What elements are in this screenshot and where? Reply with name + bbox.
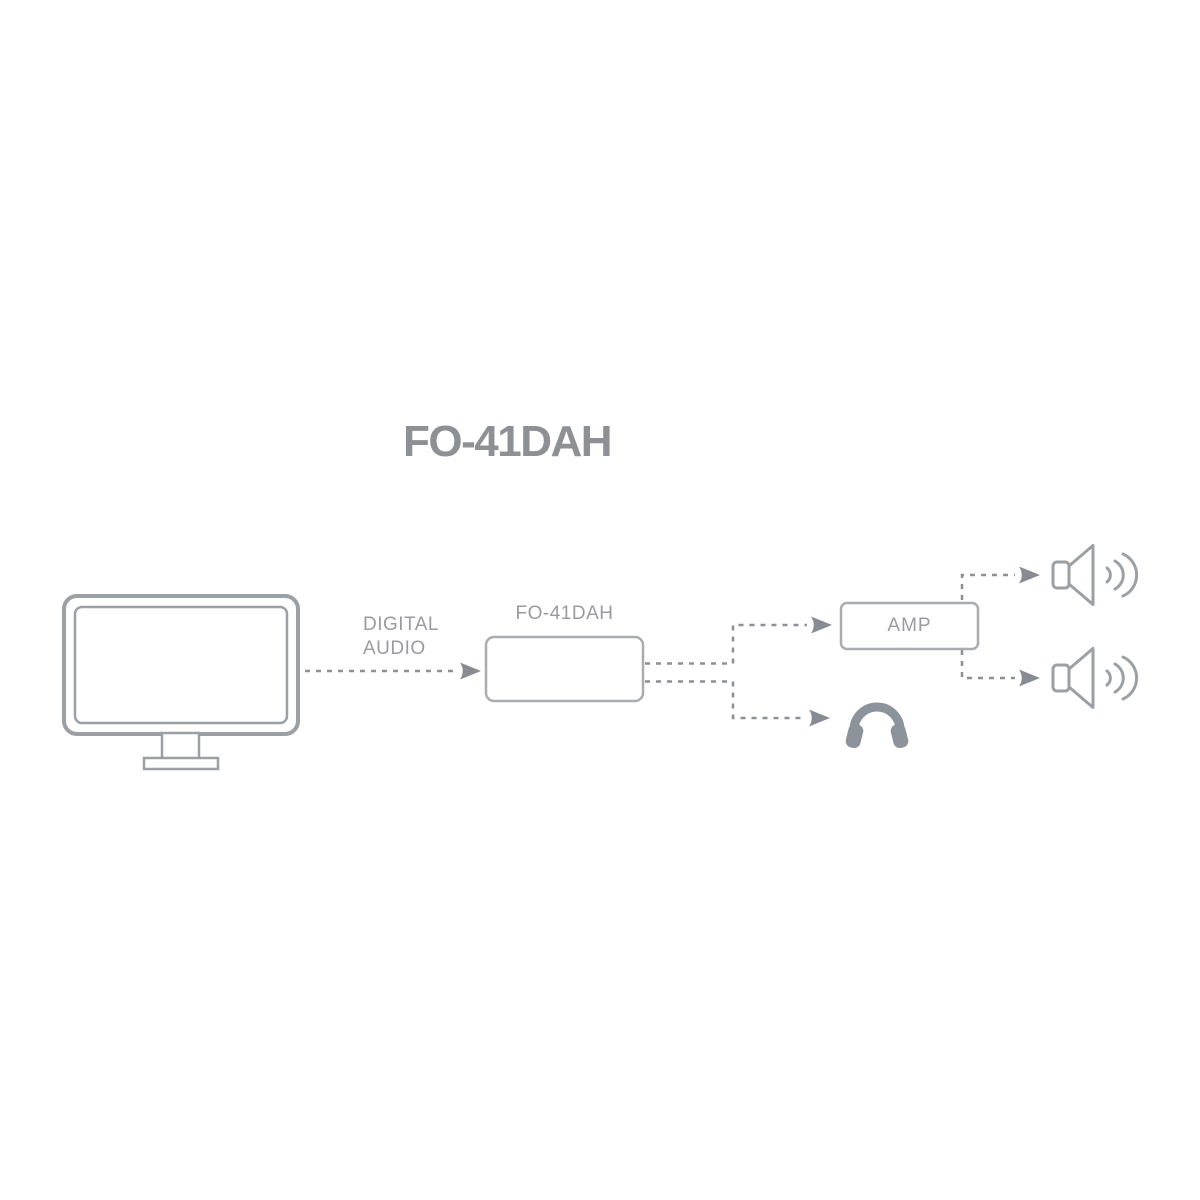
digital-audio-label-line2: AUDIO bbox=[363, 638, 426, 659]
digital-audio-label: DIGITAL AUDIO bbox=[363, 613, 439, 661]
connector-amp-to-speaker-bottom bbox=[960, 650, 1015, 680]
amp-box bbox=[839, 601, 980, 651]
arrowhead-icon bbox=[1019, 566, 1040, 584]
speaker-icon bbox=[1051, 544, 1139, 606]
digital-audio-label-line1: DIGITAL bbox=[363, 614, 439, 635]
arrowhead-icon bbox=[811, 616, 832, 634]
connector-converter-to-amp bbox=[645, 623, 807, 665]
connector-lines bbox=[305, 573, 1015, 720]
page-title: FO-41DAH bbox=[403, 417, 613, 466]
monitor-icon bbox=[62, 594, 300, 771]
speaker-icon bbox=[1051, 647, 1139, 709]
amp-box-label: AMP bbox=[887, 615, 932, 636]
connector-converter-to-headphones bbox=[645, 680, 805, 720]
arrowhead-icon bbox=[1019, 669, 1040, 687]
headphones-icon bbox=[845, 702, 909, 749]
converter-box bbox=[484, 635, 645, 703]
arrowhead-icon bbox=[809, 709, 830, 727]
connector-amp-to-speaker-top bbox=[960, 573, 1015, 600]
converter-box-label: FO-41DAH bbox=[515, 603, 614, 624]
arrowhead-icon bbox=[460, 662, 481, 680]
